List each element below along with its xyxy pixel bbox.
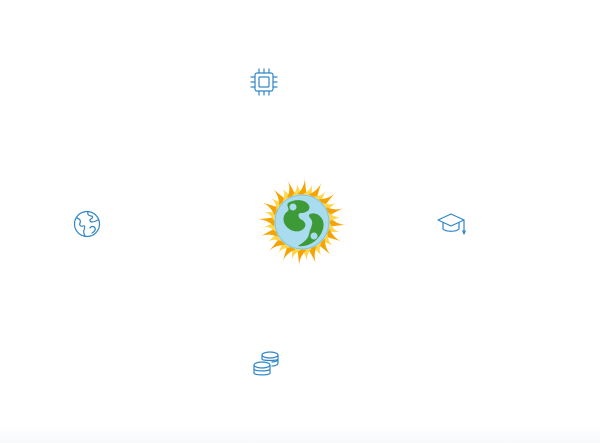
sun-ray [318, 238, 334, 257]
sun-ray [318, 190, 337, 206]
sun-ray [257, 228, 279, 238]
sun-ray [281, 245, 296, 265]
graduation-cap-icon[interactable] [436, 211, 468, 237]
sun-ray [303, 248, 312, 263]
sun-ray [255, 217, 275, 227]
sun-ray [261, 223, 276, 232]
sun-rays [255, 175, 349, 269]
sun-ray [270, 187, 286, 206]
globe-disc [274, 194, 330, 250]
bottom-fade-band [0, 426, 600, 443]
sun-ray [297, 175, 307, 195]
sun-ray [322, 233, 335, 247]
sun-ray [267, 238, 286, 254]
sun-ray [297, 249, 307, 269]
sun-ray [262, 211, 276, 221]
sun-ray [308, 179, 323, 199]
sun-ray [286, 177, 296, 199]
sun-ray [313, 189, 327, 202]
sun-globe-logo-icon [255, 175, 349, 269]
sun-ray [277, 242, 291, 255]
sun-ray [303, 182, 313, 196]
sun-ray [325, 206, 347, 216]
sun-ray [292, 181, 301, 196]
coins-database-icon[interactable] [251, 350, 281, 378]
globe-icon[interactable] [72, 209, 102, 239]
sun-ray [291, 248, 301, 262]
sun-ray [308, 245, 318, 267]
sun-ray [328, 223, 342, 233]
cpu-chip-icon[interactable] [249, 67, 279, 97]
sun-ray [329, 217, 349, 227]
sun-ray [325, 228, 345, 243]
sun-ray [328, 212, 343, 221]
sun-ray [259, 201, 279, 216]
sun-ray [269, 197, 282, 211]
